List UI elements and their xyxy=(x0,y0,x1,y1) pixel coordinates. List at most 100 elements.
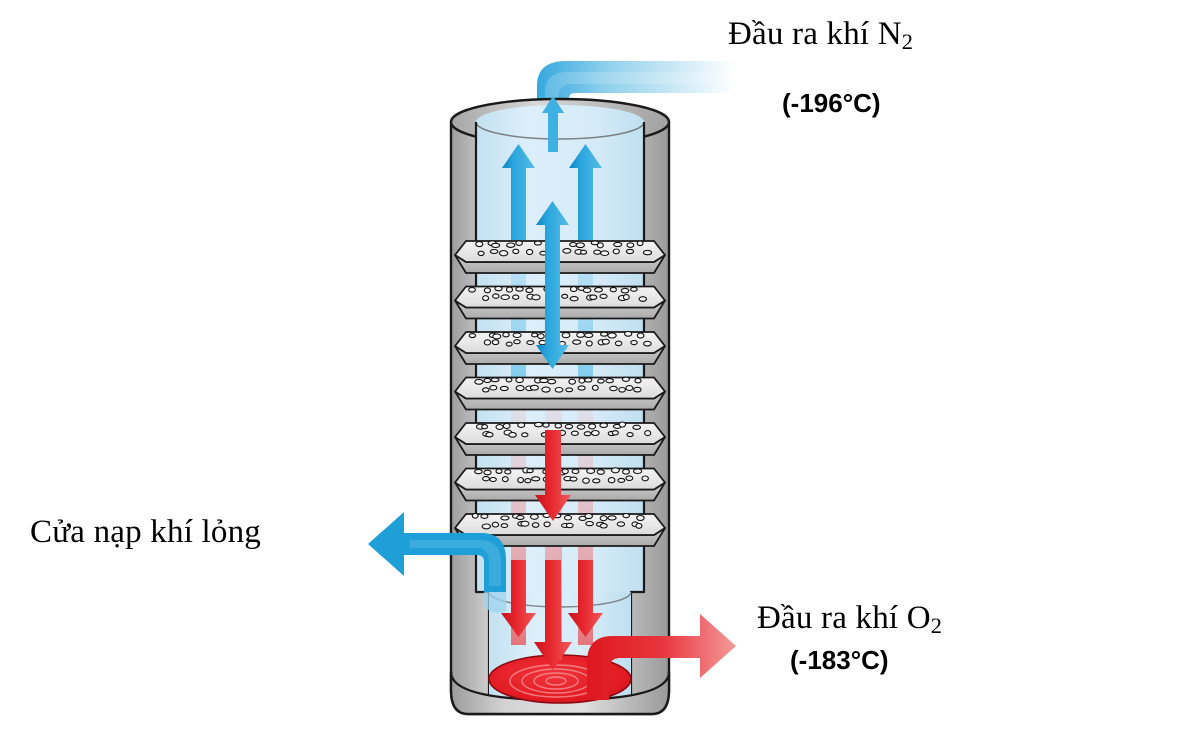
nitrogen-temperature-label: (-196°C) xyxy=(782,88,881,118)
tray-perforation xyxy=(599,515,608,522)
tray-perforation xyxy=(584,377,593,383)
tray-perforation xyxy=(570,430,579,436)
tray-perforation xyxy=(636,514,645,522)
tray-perforation xyxy=(575,242,585,249)
tray-perforation xyxy=(502,331,510,338)
tray-perforation xyxy=(618,421,627,428)
tray-perforation xyxy=(539,377,549,384)
tray-perforation xyxy=(621,376,630,382)
tray-perforation xyxy=(610,467,620,474)
up-arrow-right xyxy=(569,144,602,240)
tray-perforation xyxy=(531,294,541,301)
tray-perforation xyxy=(489,384,498,391)
tray-perforation xyxy=(533,421,544,428)
tray-perforation xyxy=(494,285,503,292)
tray-perforation xyxy=(586,468,596,474)
tray-perforation xyxy=(524,478,532,484)
tray-perforation xyxy=(491,521,500,528)
tray-perforation xyxy=(483,287,492,294)
tray-perforation xyxy=(490,377,500,383)
oxygen-descending-arrows xyxy=(501,430,603,670)
tray-perforation xyxy=(533,240,542,246)
tray-perforation xyxy=(632,424,642,430)
tray-perforation xyxy=(569,286,578,293)
tray-perforation xyxy=(624,330,633,337)
tray-perforation xyxy=(613,241,623,248)
tray-perforation xyxy=(513,339,521,345)
tray-perforation xyxy=(531,332,539,338)
tray-perforation xyxy=(594,287,603,293)
tray-perforation xyxy=(584,513,593,520)
tray-perforation xyxy=(607,477,616,484)
tray-perforation xyxy=(589,294,598,301)
tray-perforation xyxy=(636,332,645,339)
tray-perforation xyxy=(485,431,494,438)
tray-perforation xyxy=(483,339,492,346)
tray-perforation xyxy=(498,250,509,257)
tray-perforation xyxy=(495,424,504,430)
tray-perforation xyxy=(492,293,500,299)
tray-perforation xyxy=(622,512,631,519)
tray-perforation xyxy=(521,432,529,438)
tray-perforation xyxy=(506,242,516,248)
tray-perforation xyxy=(543,521,551,528)
tray-perforation xyxy=(482,387,490,393)
tray-perforation xyxy=(577,385,586,391)
tray-perforation xyxy=(600,250,610,257)
tray-perforation xyxy=(585,520,594,527)
tray-perforation xyxy=(512,294,520,300)
tray-perforation xyxy=(481,424,489,430)
nitrogen-outlet-label-text: Đầu ra khí N xyxy=(728,16,902,52)
tray-perforation xyxy=(562,248,572,254)
oxygen-outlet-label-text: Đầu ra khí O xyxy=(757,600,931,636)
tray-perforation xyxy=(491,339,500,346)
nitrogen-rising-arrows xyxy=(502,96,602,369)
tray-perforation xyxy=(500,294,510,301)
tray-perforation xyxy=(531,522,540,528)
tray-perforation xyxy=(525,248,534,256)
tray-perforation xyxy=(633,386,642,393)
nitrogen-outlet-label: Đầu ra khí N2 xyxy=(728,16,913,55)
distillation-tray xyxy=(454,376,666,411)
down-arrow-right-sump xyxy=(568,560,603,637)
tray-perforation xyxy=(481,523,492,530)
tray-perforation xyxy=(529,384,539,391)
tray-perforation xyxy=(480,513,489,519)
tray-perforation xyxy=(564,423,574,430)
column-base xyxy=(449,670,671,716)
tray-perforation xyxy=(512,332,522,339)
tray-perforation xyxy=(505,286,514,293)
tray-perforation xyxy=(599,293,608,299)
tray-perforation xyxy=(576,424,586,430)
tray-perforation xyxy=(625,248,635,255)
tray-perforation xyxy=(547,378,557,385)
tray-perforation xyxy=(561,332,571,339)
tray-perforation xyxy=(600,331,609,337)
tray-perforation xyxy=(612,248,620,255)
tray-perforation xyxy=(554,386,564,393)
tray-perforation xyxy=(515,385,525,392)
tray-perforation xyxy=(630,339,638,346)
tray-perforation xyxy=(515,376,524,384)
tray-perforation xyxy=(582,287,592,294)
tray-perforation xyxy=(614,340,623,347)
tray-perforation xyxy=(538,339,547,346)
tray-perforation xyxy=(616,521,626,527)
tray-perforation xyxy=(626,432,634,438)
tray-perforation xyxy=(489,248,499,255)
tray-perforation xyxy=(593,249,602,255)
tray-perforation xyxy=(576,331,586,338)
tray-perforation xyxy=(636,240,644,247)
tray-perforation xyxy=(561,468,569,475)
tray-perforation xyxy=(605,378,614,384)
tray-perforation xyxy=(641,475,649,482)
tray-perforation xyxy=(483,377,492,384)
oxygen-outlet-pipe xyxy=(587,614,736,700)
tray-perforation xyxy=(505,377,513,383)
tray-perforation xyxy=(638,296,648,302)
down-arrow-left-sump xyxy=(501,560,536,637)
tray-perforation xyxy=(565,522,574,529)
up-arrow-left xyxy=(502,144,535,240)
tray-perforation xyxy=(501,476,509,483)
